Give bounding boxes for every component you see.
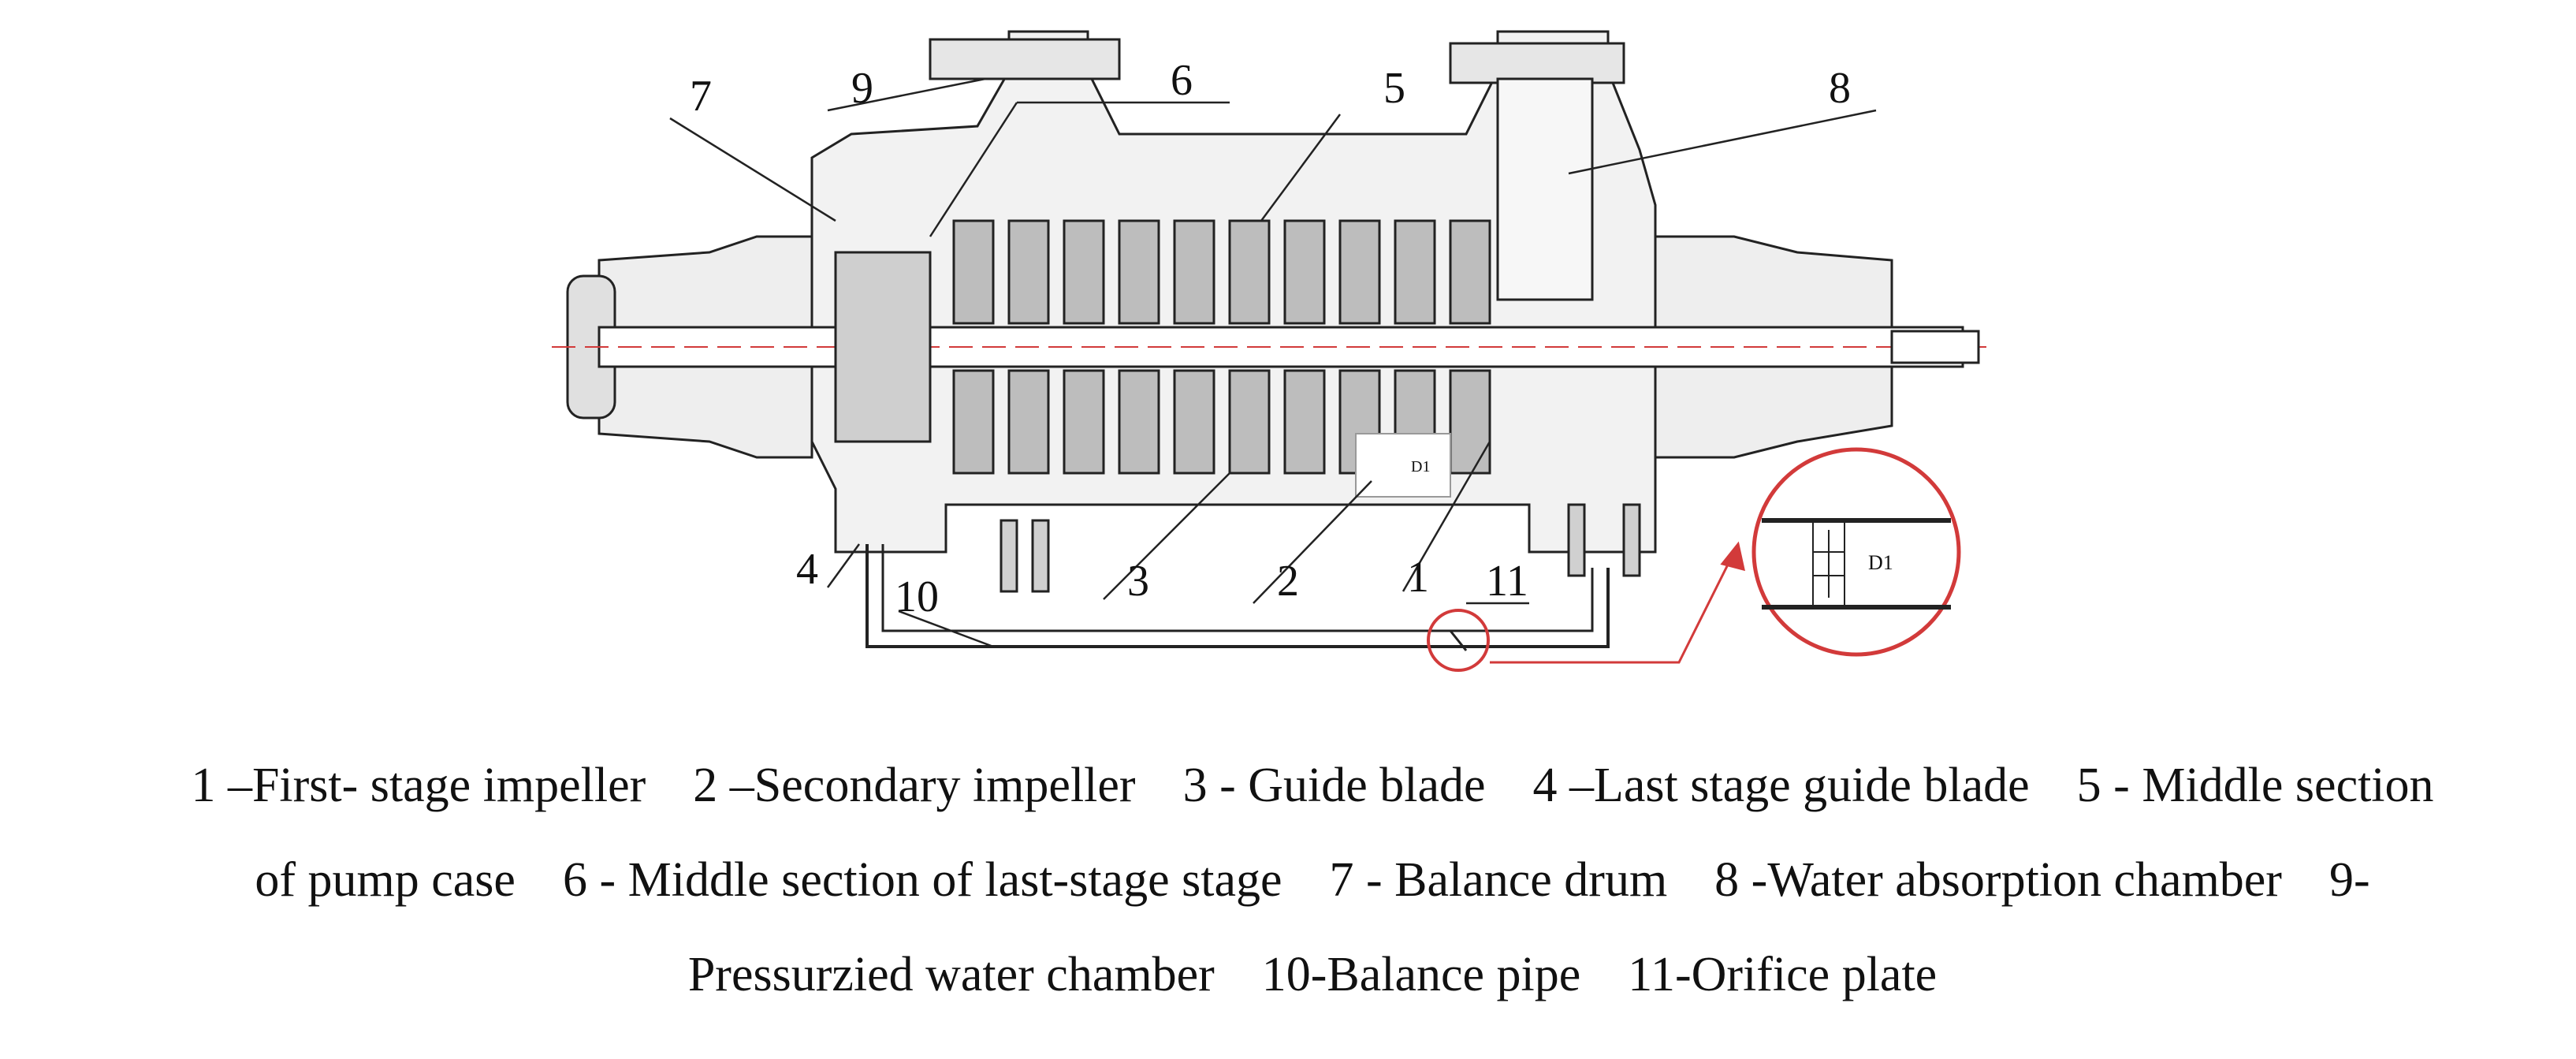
orifice-plate-marker xyxy=(1427,609,1490,672)
dimension-d1-label: D1 xyxy=(1411,458,1430,475)
balance-pipe xyxy=(865,544,1610,648)
dimension-box xyxy=(1355,433,1451,498)
callout-11: 11 xyxy=(1486,557,1528,606)
legend-line-2: of pump case 6 - Middle section of last-s… xyxy=(0,796,2576,964)
callout-7: 7 xyxy=(690,72,712,121)
legend-item-4: 4 –Last stage guide blade xyxy=(1532,759,2030,812)
callout-3: 3 xyxy=(1127,557,1149,606)
inset-connector xyxy=(1490,551,1736,664)
legend-item-7: 7 - Balance drum xyxy=(1329,853,1668,907)
legend-line-3: Pressurzied water chamber 10-Balance pipe… xyxy=(0,891,2576,1059)
impeller-stages-upper xyxy=(952,219,1491,325)
figure-legend: 1 –First- stage impeller 2 –Secondary imp… xyxy=(0,678,2576,1006)
legend-item-8: 8 -Water absorption chamber xyxy=(1714,853,2282,907)
balance-drum xyxy=(834,251,932,443)
callout-5: 5 xyxy=(1383,64,1405,113)
legend-item-5a: 5 - Middle section xyxy=(2076,759,2434,812)
legend-item-11: 11-Orifice plate xyxy=(1628,948,1938,1001)
leader-lines xyxy=(669,77,1877,648)
callout-1: 1 xyxy=(1407,553,1429,602)
callout-2: 2 xyxy=(1277,557,1299,606)
inset-d1-label: D1 xyxy=(1868,551,1893,574)
legend-item-6: 6 - Middle section of last-stage stage xyxy=(562,853,1282,907)
legend-item-9a: 9- xyxy=(2328,853,2370,907)
callout-10: 10 xyxy=(895,572,939,621)
legend-line-1: 1 –First- stage impeller 2 –Secondary imp… xyxy=(0,702,2576,870)
legend-item-9b: Pressurzied water chamber xyxy=(687,948,1215,1001)
callout-9: 9 xyxy=(851,64,873,113)
legend-item-10: 10-Balance pipe xyxy=(1261,948,1581,1001)
legend-item-2: 2 –Secondary impeller xyxy=(693,759,1136,812)
legend-item-1: 1 –First- stage impeller xyxy=(191,759,646,812)
callout-6: 6 xyxy=(1171,56,1193,105)
callout-8: 8 xyxy=(1829,64,1851,113)
outlet-nozzle xyxy=(929,38,1121,80)
inlet-nozzle xyxy=(1449,42,1625,84)
orifice-inset-circle xyxy=(1751,447,1961,657)
legend-item-3: 3 - Guide blade xyxy=(1182,759,1486,812)
callout-4: 4 xyxy=(796,545,818,594)
pump-cross-section-diagram: 7 9 6 5 8 4 10 3 2 1 11 D1 D1 xyxy=(552,30,1986,672)
legend-item-5b: of pump case xyxy=(255,853,516,907)
